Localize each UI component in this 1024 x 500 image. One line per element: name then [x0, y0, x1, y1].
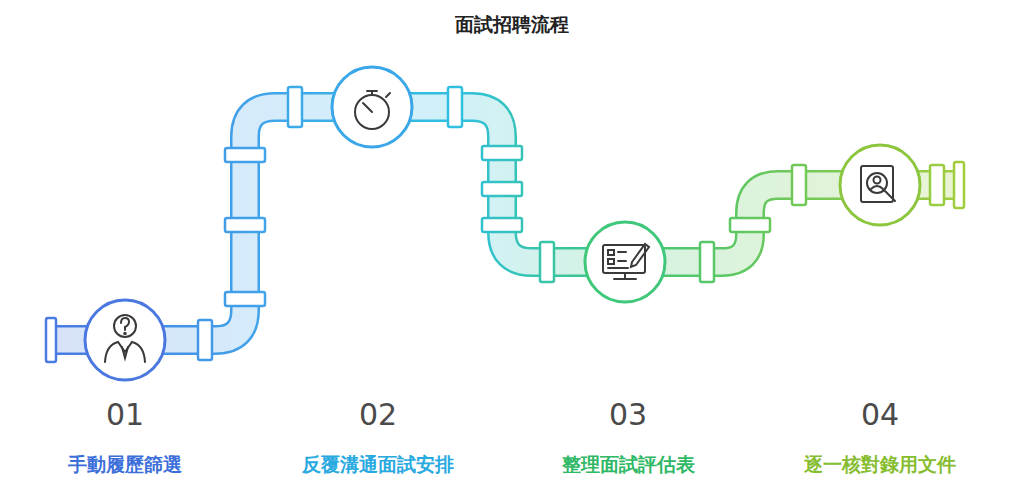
coupling [448, 87, 462, 127]
person-head [874, 177, 881, 184]
shoulders [105, 342, 145, 362]
icon-circle [840, 145, 920, 225]
step-number: 01 [106, 397, 144, 433]
step-label: 逐一核對錄用文件 [804, 453, 956, 476]
coupling [700, 242, 714, 282]
coupling [482, 146, 522, 160]
icon-monitor [585, 222, 665, 302]
pipe-outline [52, 107, 960, 340]
tie [122, 347, 128, 358]
coupling [198, 320, 212, 360]
watch-hand [363, 103, 372, 112]
step-number: 04 [861, 397, 899, 433]
pipe-couplings [46, 87, 964, 362]
step-label: 反覆溝通面試安排 [302, 453, 454, 476]
monitor-screen [603, 245, 645, 273]
icon-circle [585, 222, 665, 302]
coupling [730, 218, 770, 232]
magnifier-handle [884, 190, 895, 201]
question-mark [121, 318, 129, 330]
coupling [930, 165, 944, 205]
icon-stopwatch [332, 67, 412, 147]
step-number: 03 [609, 397, 647, 433]
coupling [792, 165, 806, 205]
coupling [482, 218, 522, 232]
coupling [225, 218, 265, 232]
pipe [52, 107, 960, 340]
pipe-cap [46, 318, 56, 362]
monitor-stand [614, 273, 636, 279]
watch-crown [367, 91, 390, 97]
pencil [631, 244, 649, 267]
pipe-cap [954, 162, 964, 208]
coupling [225, 148, 265, 162]
question-dot [124, 333, 126, 335]
step-number: 02 [359, 397, 397, 433]
screen-box [608, 259, 614, 264]
diagram-title: 面試招聘流程 [455, 13, 569, 36]
icon-circle [332, 67, 412, 147]
icon-document-search [840, 145, 920, 225]
head-outline [114, 315, 136, 337]
icon-circle [85, 300, 165, 380]
pipe-inner [52, 107, 960, 340]
watch-face [355, 95, 389, 129]
coupling [225, 292, 265, 306]
document [861, 166, 893, 202]
screen-box [608, 250, 614, 255]
icon-candidate [85, 300, 165, 380]
step-label: 手動履歷篩選 [68, 453, 182, 476]
step-label: 整理面試評估表 [562, 453, 695, 476]
coupling [540, 242, 554, 282]
coupling [288, 87, 302, 127]
person-body [871, 186, 883, 189]
screen-lines [608, 252, 628, 268]
coupling [482, 182, 522, 196]
